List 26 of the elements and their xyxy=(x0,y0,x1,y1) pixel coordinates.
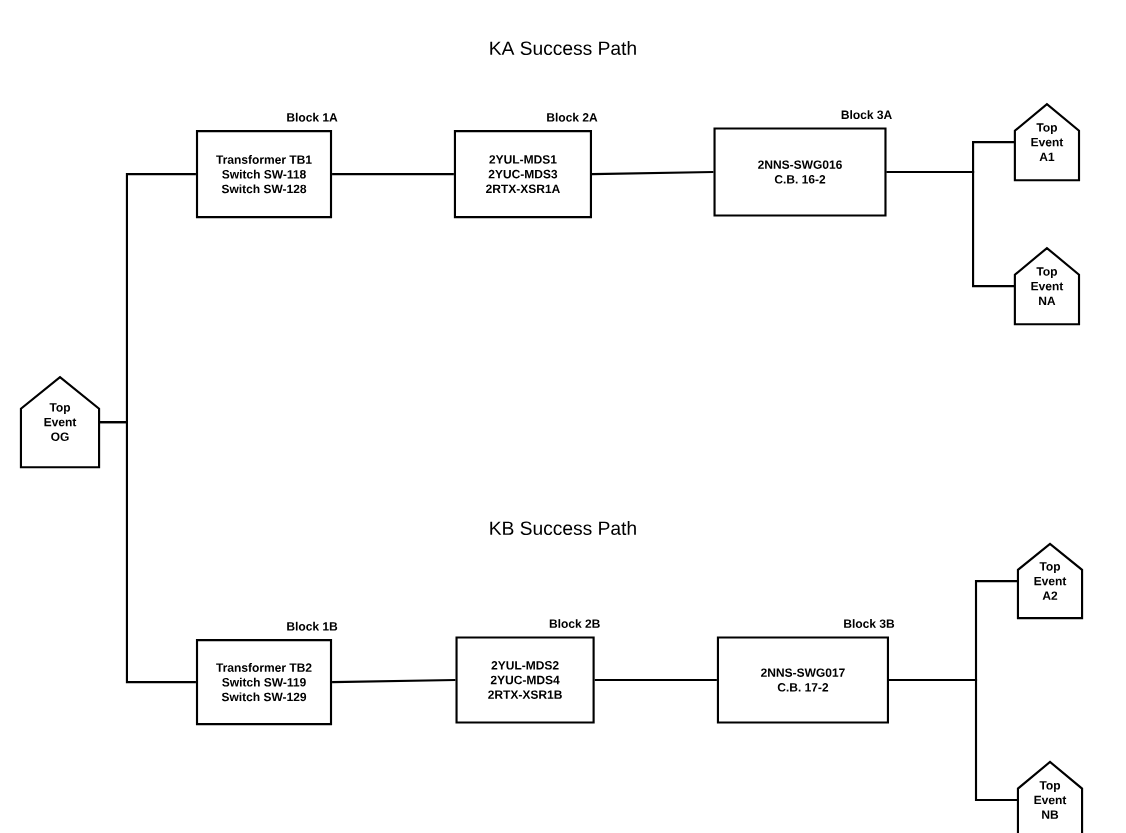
block-label: Block 2A xyxy=(547,112,598,122)
block-label: Block 3A xyxy=(841,110,892,119)
process-box: 2YUL-MDS2 2YUC-MDS4 2RTX-XSR1B xyxy=(455,636,595,724)
top-event-house: Top Event A1 xyxy=(1013,102,1081,182)
block-label: Block 2B xyxy=(549,619,600,628)
process-box: Transformer TB2 Switch SW-119 Switch SW-129 xyxy=(195,639,333,726)
path-title: KA Success Path xyxy=(490,40,636,55)
process-box: 2NNS-SWG017 C.B. 17-2 xyxy=(716,636,889,724)
process-box: 2NNS-SWG016 C.B. 16-2 xyxy=(713,127,887,217)
top-event-house: Top Event NB xyxy=(1016,760,1084,833)
block-label: Block 1B xyxy=(287,621,338,631)
top-event-house: Top Event A2 xyxy=(1016,542,1084,620)
process-box: 2YUL-MDS1 2YUC-MDS3 2RTX-XSR1A xyxy=(453,130,592,219)
process-box: Transformer TB1 Switch SW-118 Switch SW-128 xyxy=(195,130,333,219)
connector-line xyxy=(889,678,1018,802)
top-event-house: Top Event OG xyxy=(19,375,101,469)
connector-line xyxy=(594,678,717,682)
connector-line xyxy=(592,170,714,176)
top-event-house: Top Event NA xyxy=(1013,246,1081,326)
connector-line xyxy=(332,173,454,176)
connector-line xyxy=(99,421,196,684)
block-label: Block 3B xyxy=(844,619,895,628)
block-label: Block 1A xyxy=(287,112,338,122)
connector-line xyxy=(332,678,456,684)
connector-line xyxy=(886,170,1015,288)
path-title: KB Success Path xyxy=(490,520,636,535)
